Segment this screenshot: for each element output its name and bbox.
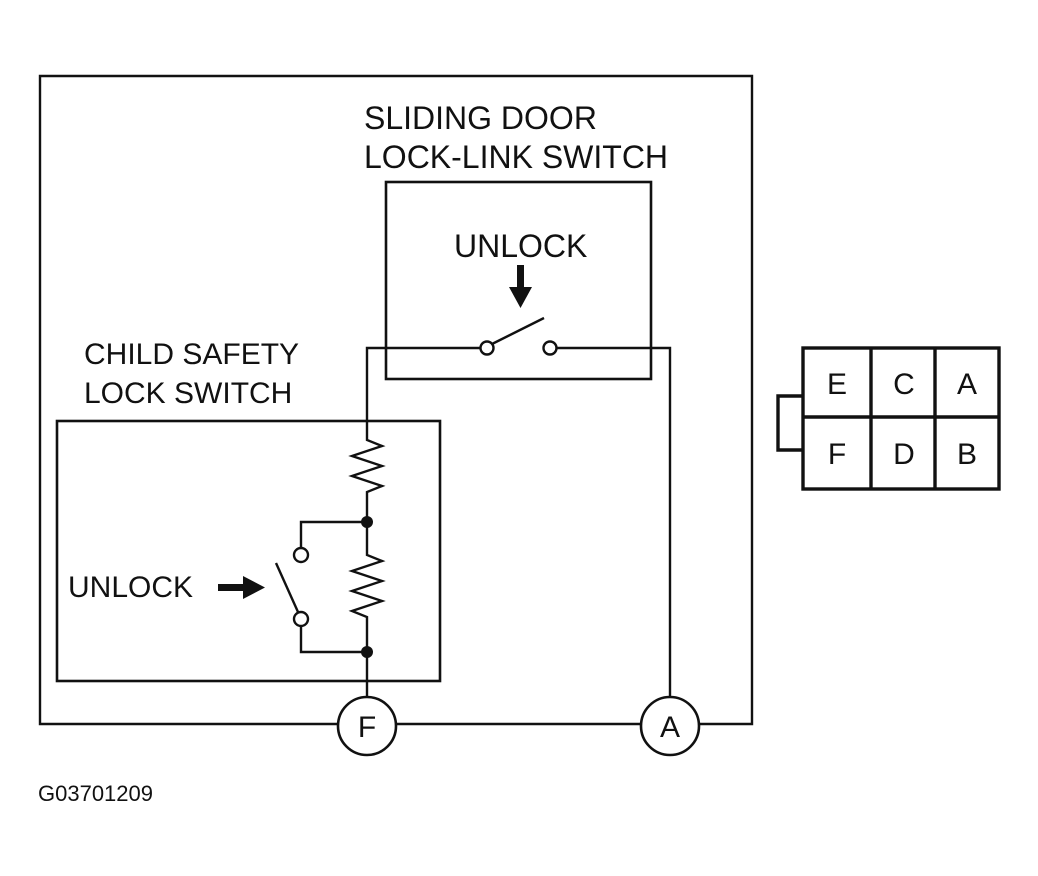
connector-cell-f: F (828, 438, 846, 471)
switch-lower-branch-wire (299, 626, 367, 654)
junction-dot-upper (361, 516, 373, 528)
terminal-a-label: A (660, 711, 680, 744)
figure-code: G03701209 (38, 781, 153, 806)
right-arrow-icon (218, 576, 265, 599)
terminal-a-circle (639, 695, 701, 757)
connector-cell-a: A (957, 368, 977, 401)
sliding-door-right-wire (557, 346, 672, 697)
connector-cell-e: E (827, 368, 847, 401)
connector-face (776, 346, 1001, 491)
sliding-door-unlock-label: UNLOCK (454, 228, 587, 264)
connector-cell-b: B (957, 438, 977, 471)
terminal-f-circle (336, 695, 398, 757)
sliding-door-contact-right (542, 340, 558, 356)
connector-cell-d: D (893, 438, 915, 471)
child-safety-switch-label-line2: LOCK SWITCH (84, 377, 292, 410)
sliding-door-switch-label-line1: SLIDING DOOR (364, 100, 597, 136)
lower-resistor (348, 522, 386, 697)
upper-resistor (348, 420, 386, 522)
outer-enclosure-wire (38, 74, 754, 726)
child-safety-unlock-label: UNLOCK (68, 571, 193, 604)
child-safety-contact-upper (292, 546, 310, 564)
sliding-door-switch-label-line2: LOCK-LINK SWITCH (364, 139, 668, 175)
down-arrow-icon (509, 265, 532, 308)
terminal-f-label: F (358, 711, 376, 744)
connector-cell-c: C (893, 368, 915, 401)
switch-upper-branch-wire (299, 520, 367, 548)
child-safety-contact-lower (292, 610, 310, 628)
child-safety-switch-blade (274, 562, 300, 613)
junction-dot-lower (361, 646, 373, 658)
sliding-door-switch-box (384, 180, 653, 381)
connector-latch (776, 394, 803, 452)
child-safety-switch-label-line1: CHILD SAFETY (84, 338, 299, 371)
child-safety-switch-box (55, 419, 442, 683)
sliding-door-switch-blade (491, 316, 545, 346)
sliding-door-contact-left (479, 340, 495, 356)
sliding-door-left-wire (365, 346, 480, 420)
